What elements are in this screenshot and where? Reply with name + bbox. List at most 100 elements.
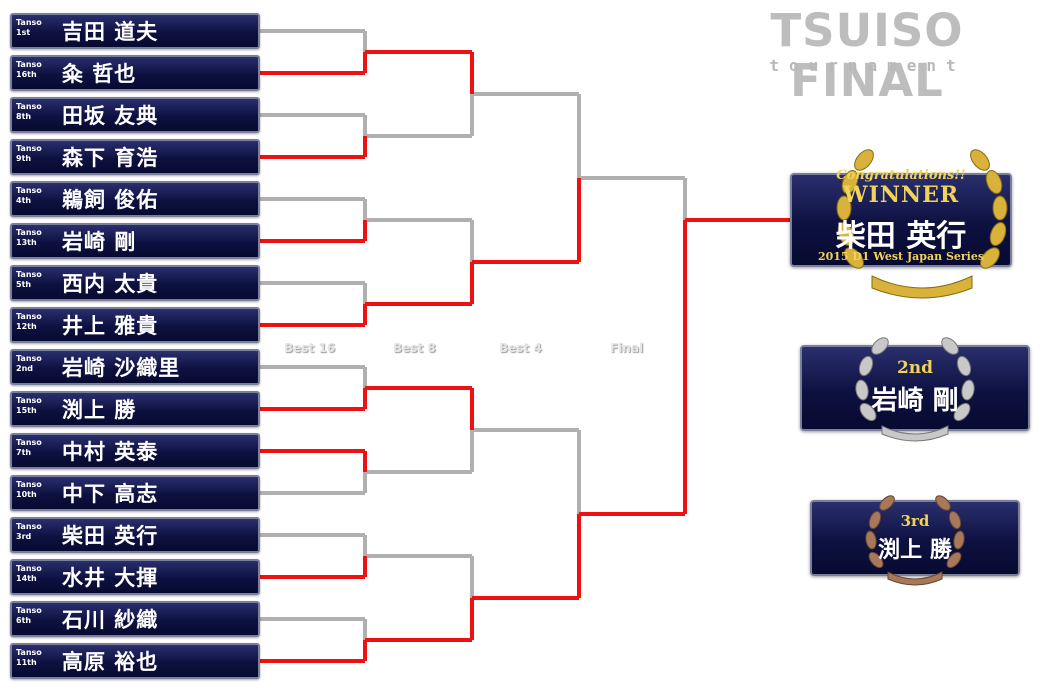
winner-panel — [790, 173, 1012, 267]
seed-rank: 8th — [16, 112, 32, 121]
player-name: 森下 育浩 — [62, 146, 159, 170]
third-place-label: 3rd — [900, 512, 930, 530]
seed-tag: Tanso — [16, 60, 42, 69]
round-label-final: Final — [610, 341, 644, 355]
player-name: 柴田 英行 — [62, 524, 159, 548]
second-place-name: 岩崎 剛 — [871, 386, 959, 416]
seed-tag: Tanso — [16, 18, 42, 27]
tournament-title: TSUISO FINAL — [770, 4, 964, 107]
seed-rank: 11th — [16, 658, 37, 667]
seed-rank: 2nd — [16, 364, 33, 373]
seed-tag: Tanso — [16, 102, 42, 111]
seed-tag: Tanso — [16, 228, 42, 237]
seed-tag: Tanso — [16, 606, 42, 615]
winner-name: 柴田 英行 — [835, 219, 967, 254]
seed-tag: Tanso — [16, 270, 42, 279]
player-name: 鵜飼 俊佑 — [62, 188, 159, 212]
seed-rank: 10th — [16, 490, 37, 499]
gold-wreath-icon — [836, 149, 1008, 299]
third-place-panel — [810, 500, 1020, 576]
round-label-best8: Best 8 — [393, 341, 436, 355]
seed-tag: Tanso — [16, 438, 42, 447]
seed-rank: 1st — [16, 28, 31, 37]
seed-rank: 16th — [16, 70, 37, 79]
player-name: 中下 高志 — [62, 482, 159, 506]
seed-rank: 3rd — [16, 532, 32, 541]
player-name: 高原 裕也 — [62, 650, 159, 674]
seed-tag: Tanso — [16, 522, 42, 531]
seed-tag: Tanso — [16, 186, 42, 195]
seed-tag: Tanso — [16, 480, 42, 489]
seed-tag: Tanso — [16, 396, 42, 405]
player-name: 中村 英泰 — [62, 440, 159, 464]
seed-rank: 14th — [16, 574, 37, 583]
player-name: 西内 太貴 — [62, 272, 159, 296]
seed-tag: Tanso — [16, 648, 42, 657]
player-name: 田坂 友典 — [62, 104, 159, 128]
seed-tag: Tanso — [16, 144, 42, 153]
seed-rank: 4th — [16, 196, 32, 205]
tournament-subtitle: tournament — [769, 56, 966, 75]
player-name: 井上 雅貴 — [62, 314, 159, 338]
series-text: 2015 D1 West Japan Series — [817, 250, 985, 263]
seed-rank: 9th — [16, 154, 32, 163]
seed-rank: 7th — [16, 448, 32, 457]
third-place-name: 渕上 勝 — [878, 538, 952, 563]
seed-tag: Tanso — [16, 312, 42, 321]
winner-label: WINNER — [842, 182, 960, 208]
player-name: 吉田 道夫 — [62, 20, 159, 44]
seed-rank: 5th — [16, 280, 32, 289]
player-name: 渕上 勝 — [62, 398, 137, 422]
congrats-text: Congratulations!! — [836, 168, 966, 183]
seed-rank: 13th — [16, 238, 37, 247]
seed-tag: Tanso — [16, 354, 42, 363]
player-name: 石川 紗織 — [62, 608, 159, 632]
seed-rank: 12th — [16, 322, 37, 331]
silver-wreath-icon — [855, 337, 975, 442]
seed-tag: Tanso — [16, 564, 42, 573]
seed-rank: 6th — [16, 616, 32, 625]
player-name: 粂 哲也 — [62, 62, 137, 86]
player-name: 水井 大揮 — [62, 566, 159, 590]
bronze-wreath-icon — [865, 495, 965, 586]
player-name: 岩崎 沙織里 — [62, 356, 181, 380]
seed-rank: 15th — [16, 406, 37, 415]
second-place-label: 2nd — [896, 358, 934, 378]
round-label-best16: Best 16 — [284, 341, 336, 355]
second-place-panel — [800, 345, 1030, 431]
player-name: 岩崎 剛 — [62, 230, 137, 254]
